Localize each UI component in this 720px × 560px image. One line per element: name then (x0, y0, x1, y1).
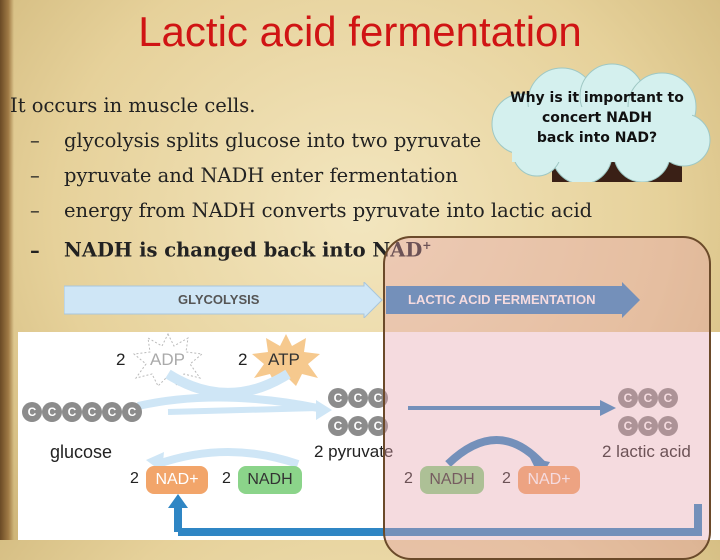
bullet-item: –energy from NADH converts pyruvate into… (30, 199, 593, 222)
carbon-atom: C (42, 402, 62, 422)
stage-arrows (64, 282, 640, 318)
carbon-atom: C (122, 402, 142, 422)
atp-burst-icon (252, 334, 320, 386)
carbon-atom: C (328, 416, 348, 436)
carbon-atom: C (638, 416, 658, 436)
fermentation-diagram: 2 ADP 2 ATP C C C C C C glucose C C C C … (18, 332, 720, 540)
fermentation-label: LACTIC ACID FERMENTATION (408, 292, 596, 307)
bullet-item: –glycolysis splits glucose into two pyru… (30, 129, 482, 152)
adp-label: ADP (150, 350, 185, 369)
bullet-list: It occurs in muscle cells. –glycolysis s… (10, 88, 592, 268)
fermentation-highlight (383, 236, 711, 560)
glycolysis-label: GLYCOLYSIS (178, 292, 260, 307)
nad-plus-pill: NAD+ (518, 466, 580, 494)
pyruvate-label: 2 pyruvate (314, 442, 394, 461)
carbon-atom: C (618, 388, 638, 408)
thought-cloud (491, 63, 711, 182)
lactic-acid-label: 2 lactic acid (602, 442, 691, 461)
parchment-edge (0, 0, 14, 540)
bullet-intro: It occurs in muscle cells. (10, 94, 256, 117)
glycolysis-arrow (64, 282, 383, 318)
carbon-atom: C (348, 388, 368, 408)
bullet-item: –NADH is changed back into NAD+ (30, 238, 432, 262)
carbon-atom: C (658, 388, 678, 408)
nadh-pill: NADH (420, 466, 484, 494)
carbon-atom: C (102, 402, 122, 422)
carbon-atom: C (658, 416, 678, 436)
carbon-atom: C (618, 416, 638, 436)
glucose-label: glucose (50, 442, 113, 462)
carbon-atom: C (22, 402, 42, 422)
bullet-item: –pyruvate and NADH enter fermentation (30, 164, 458, 187)
nadh-pill: NADH (238, 466, 302, 494)
fermentation-arrow (386, 282, 640, 318)
carbon-atom: C (348, 416, 368, 436)
carbon-atom: C (62, 402, 82, 422)
slide-title: Lactic acid fermentation (138, 8, 582, 55)
callout-text: Why is it important to concert NADH back… (510, 90, 684, 146)
atp-label: ATP (268, 350, 300, 369)
carbon-atom: C (638, 388, 658, 408)
carbon-atom: C (82, 402, 102, 422)
carbon-atom: C (328, 388, 348, 408)
reaction-arrows (137, 369, 702, 536)
nad-plus-pill: NAD+ (146, 466, 208, 494)
